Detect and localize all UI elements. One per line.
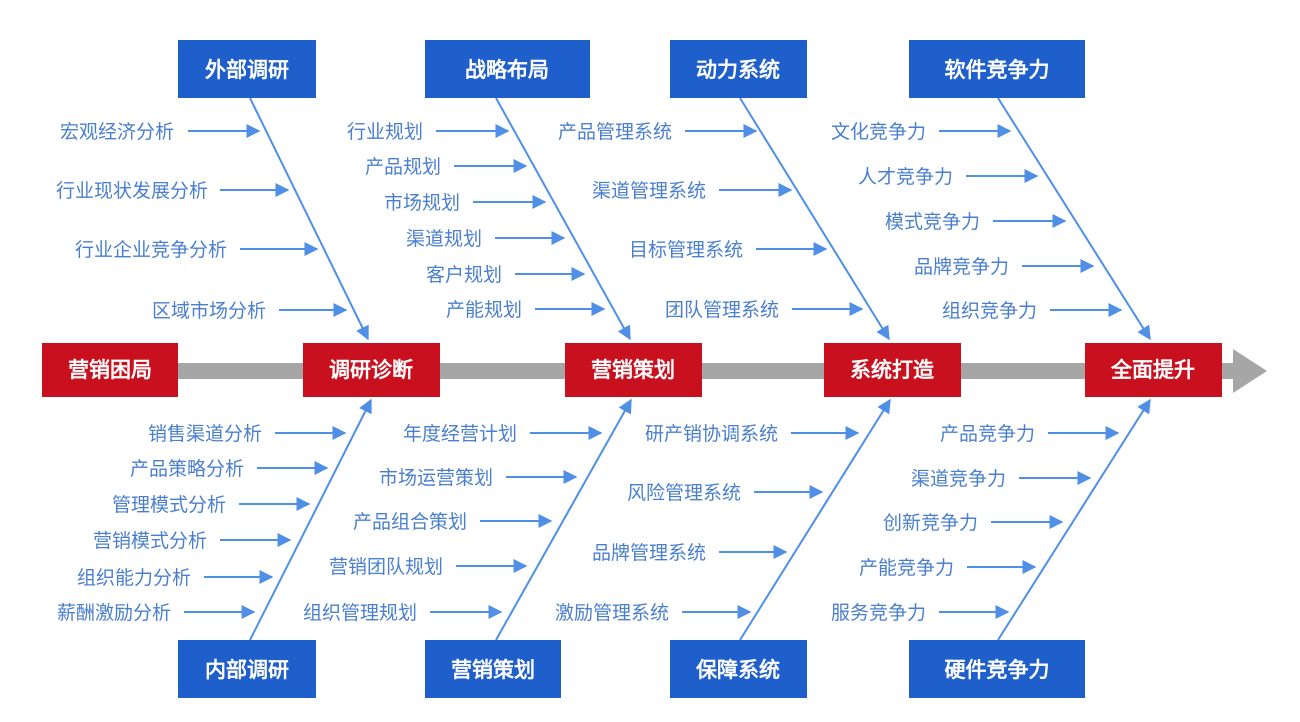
items-bottom-1: 年度经营计划 市场运营策划 产品组合策划 营销团队规划 组织管理规划: [303, 423, 603, 624]
category-label: 硬件竞争力: [945, 658, 1050, 682]
cause-item: 产品竞争力: [940, 423, 1035, 445]
cause-item: 产品策略分析: [130, 458, 244, 480]
cause-item: 渠道管理系统: [592, 180, 706, 202]
cause-item: 组织能力分析: [77, 567, 191, 589]
bones: [249, 97, 1151, 641]
node-label: 系统打造: [850, 358, 935, 382]
cause-item: 区域市场分析: [152, 300, 266, 322]
cause-item: 行业企业竞争分析: [75, 239, 227, 261]
bone-top-1: [495, 97, 631, 341]
bone-top-3: [997, 97, 1151, 341]
cause-item: 品牌竞争力: [914, 256, 1009, 278]
cause-item: 市场规划: [384, 192, 460, 214]
cause-item: 激励管理系统: [555, 602, 669, 624]
items-top-2: 产品管理系统 渠道管理系统 目标管理系统 团队管理系统: [558, 121, 864, 321]
category-bottom-1: 营销策划: [425, 640, 561, 698]
node-label: 营销困局: [68, 358, 152, 382]
items-bottom-3: 产品竞争力 渠道竞争力 创新竞争力 产能竞争力 服务竞争力: [831, 423, 1120, 624]
cause-item: 创新竞争力: [883, 512, 978, 534]
category-bottom-3: 硬件竞争力: [909, 640, 1085, 698]
cause-item: 营销团队规划: [329, 556, 443, 578]
category-top-3: 软件竞争力: [909, 40, 1085, 98]
cause-item: 年度经营计划: [403, 423, 517, 445]
cause-item: 品牌管理系统: [592, 542, 706, 564]
node-label: 全面提升: [1110, 358, 1195, 382]
cause-item: 宏观经济分析: [60, 121, 174, 143]
cause-item: 客户规划: [426, 264, 502, 286]
cause-item: 模式竞争力: [885, 211, 980, 233]
cause-item: 营销模式分析: [93, 530, 207, 552]
bone-bottom-3: [997, 398, 1151, 641]
category-label: 保障系统: [695, 658, 780, 682]
bone-bottom-1: [495, 398, 632, 641]
items-bottom-0: 销售渠道分析 产品策略分析 管理模式分析 营销模式分析 组织能力分析 薪酬激励分…: [57, 423, 347, 624]
cause-item: 渠道竞争力: [911, 468, 1006, 490]
cause-item: 组织管理规划: [303, 602, 417, 624]
bone-top-2: [739, 97, 890, 341]
items-top-3: 文化竞争力 人才竞争力 模式竞争力 品牌竞争力 组织竞争力: [831, 121, 1123, 322]
cause-item: 渠道规划: [406, 228, 482, 250]
cause-item: 服务竞争力: [831, 602, 926, 624]
cause-item: 研产销协调系统: [645, 423, 778, 445]
cause-item: 风险管理系统: [627, 482, 741, 504]
cause-item: 产能规划: [446, 299, 522, 321]
node-4: 全面提升: [1085, 343, 1222, 397]
node-label: 调研诊断: [329, 358, 413, 382]
cause-item: 管理模式分析: [112, 494, 226, 516]
category-label: 动力系统: [696, 58, 780, 82]
cause-item: 目标管理系统: [629, 239, 743, 261]
items-top-1: 行业规划 产品规划 市场规划 渠道规划 客户规划 产能规划: [347, 121, 606, 321]
items-top-0: 宏观经济分析 行业现状发展分析 行业企业竞争分析 区域市场分析: [56, 121, 348, 322]
category-top-2: 动力系统: [670, 40, 807, 98]
spine-arrowhead: [1233, 349, 1267, 393]
node-1: 调研诊断: [303, 343, 440, 397]
items-bottom-2: 研产销协调系统 风险管理系统 品牌管理系统 激励管理系统: [555, 423, 860, 624]
cause-item: 产品管理系统: [558, 121, 672, 143]
category-label: 内部调研: [205, 658, 289, 682]
cause-item: 组织竞争力: [942, 300, 1037, 322]
bone-bottom-2: [739, 398, 891, 641]
node-3: 系统打造: [824, 343, 961, 397]
cause-item: 行业规划: [347, 121, 423, 143]
bone-bottom-0: [249, 398, 372, 641]
category-label: 软件竞争力: [945, 58, 1050, 82]
cause-item: 产品组合策划: [353, 511, 467, 533]
cause-item: 产能竞争力: [859, 557, 954, 579]
cause-item: 产品规划: [365, 156, 441, 178]
category-top-0: 外部调研: [178, 40, 316, 98]
node-0: 营销困局: [42, 343, 178, 397]
cause-item: 行业现状发展分析: [56, 180, 208, 202]
node-label: 营销策划: [591, 358, 675, 382]
cause-item: 文化竞争力: [831, 121, 926, 143]
node-2: 营销策划: [565, 343, 702, 397]
cause-item: 市场运营策划: [379, 467, 493, 489]
cause-item: 人才竞争力: [858, 166, 953, 188]
category-top-1: 战略布局: [425, 40, 590, 98]
category-bottom-0: 内部调研: [178, 640, 316, 698]
category-bottom-2: 保障系统: [670, 640, 807, 698]
category-label: 营销策划: [451, 658, 535, 682]
category-label: 外部调研: [205, 58, 289, 82]
cause-item: 销售渠道分析: [148, 423, 262, 445]
bone-top-0: [249, 97, 369, 341]
category-label: 战略布局: [465, 58, 549, 82]
cause-item: 薪酬激励分析: [57, 602, 171, 624]
cause-item: 团队管理系统: [665, 299, 779, 321]
